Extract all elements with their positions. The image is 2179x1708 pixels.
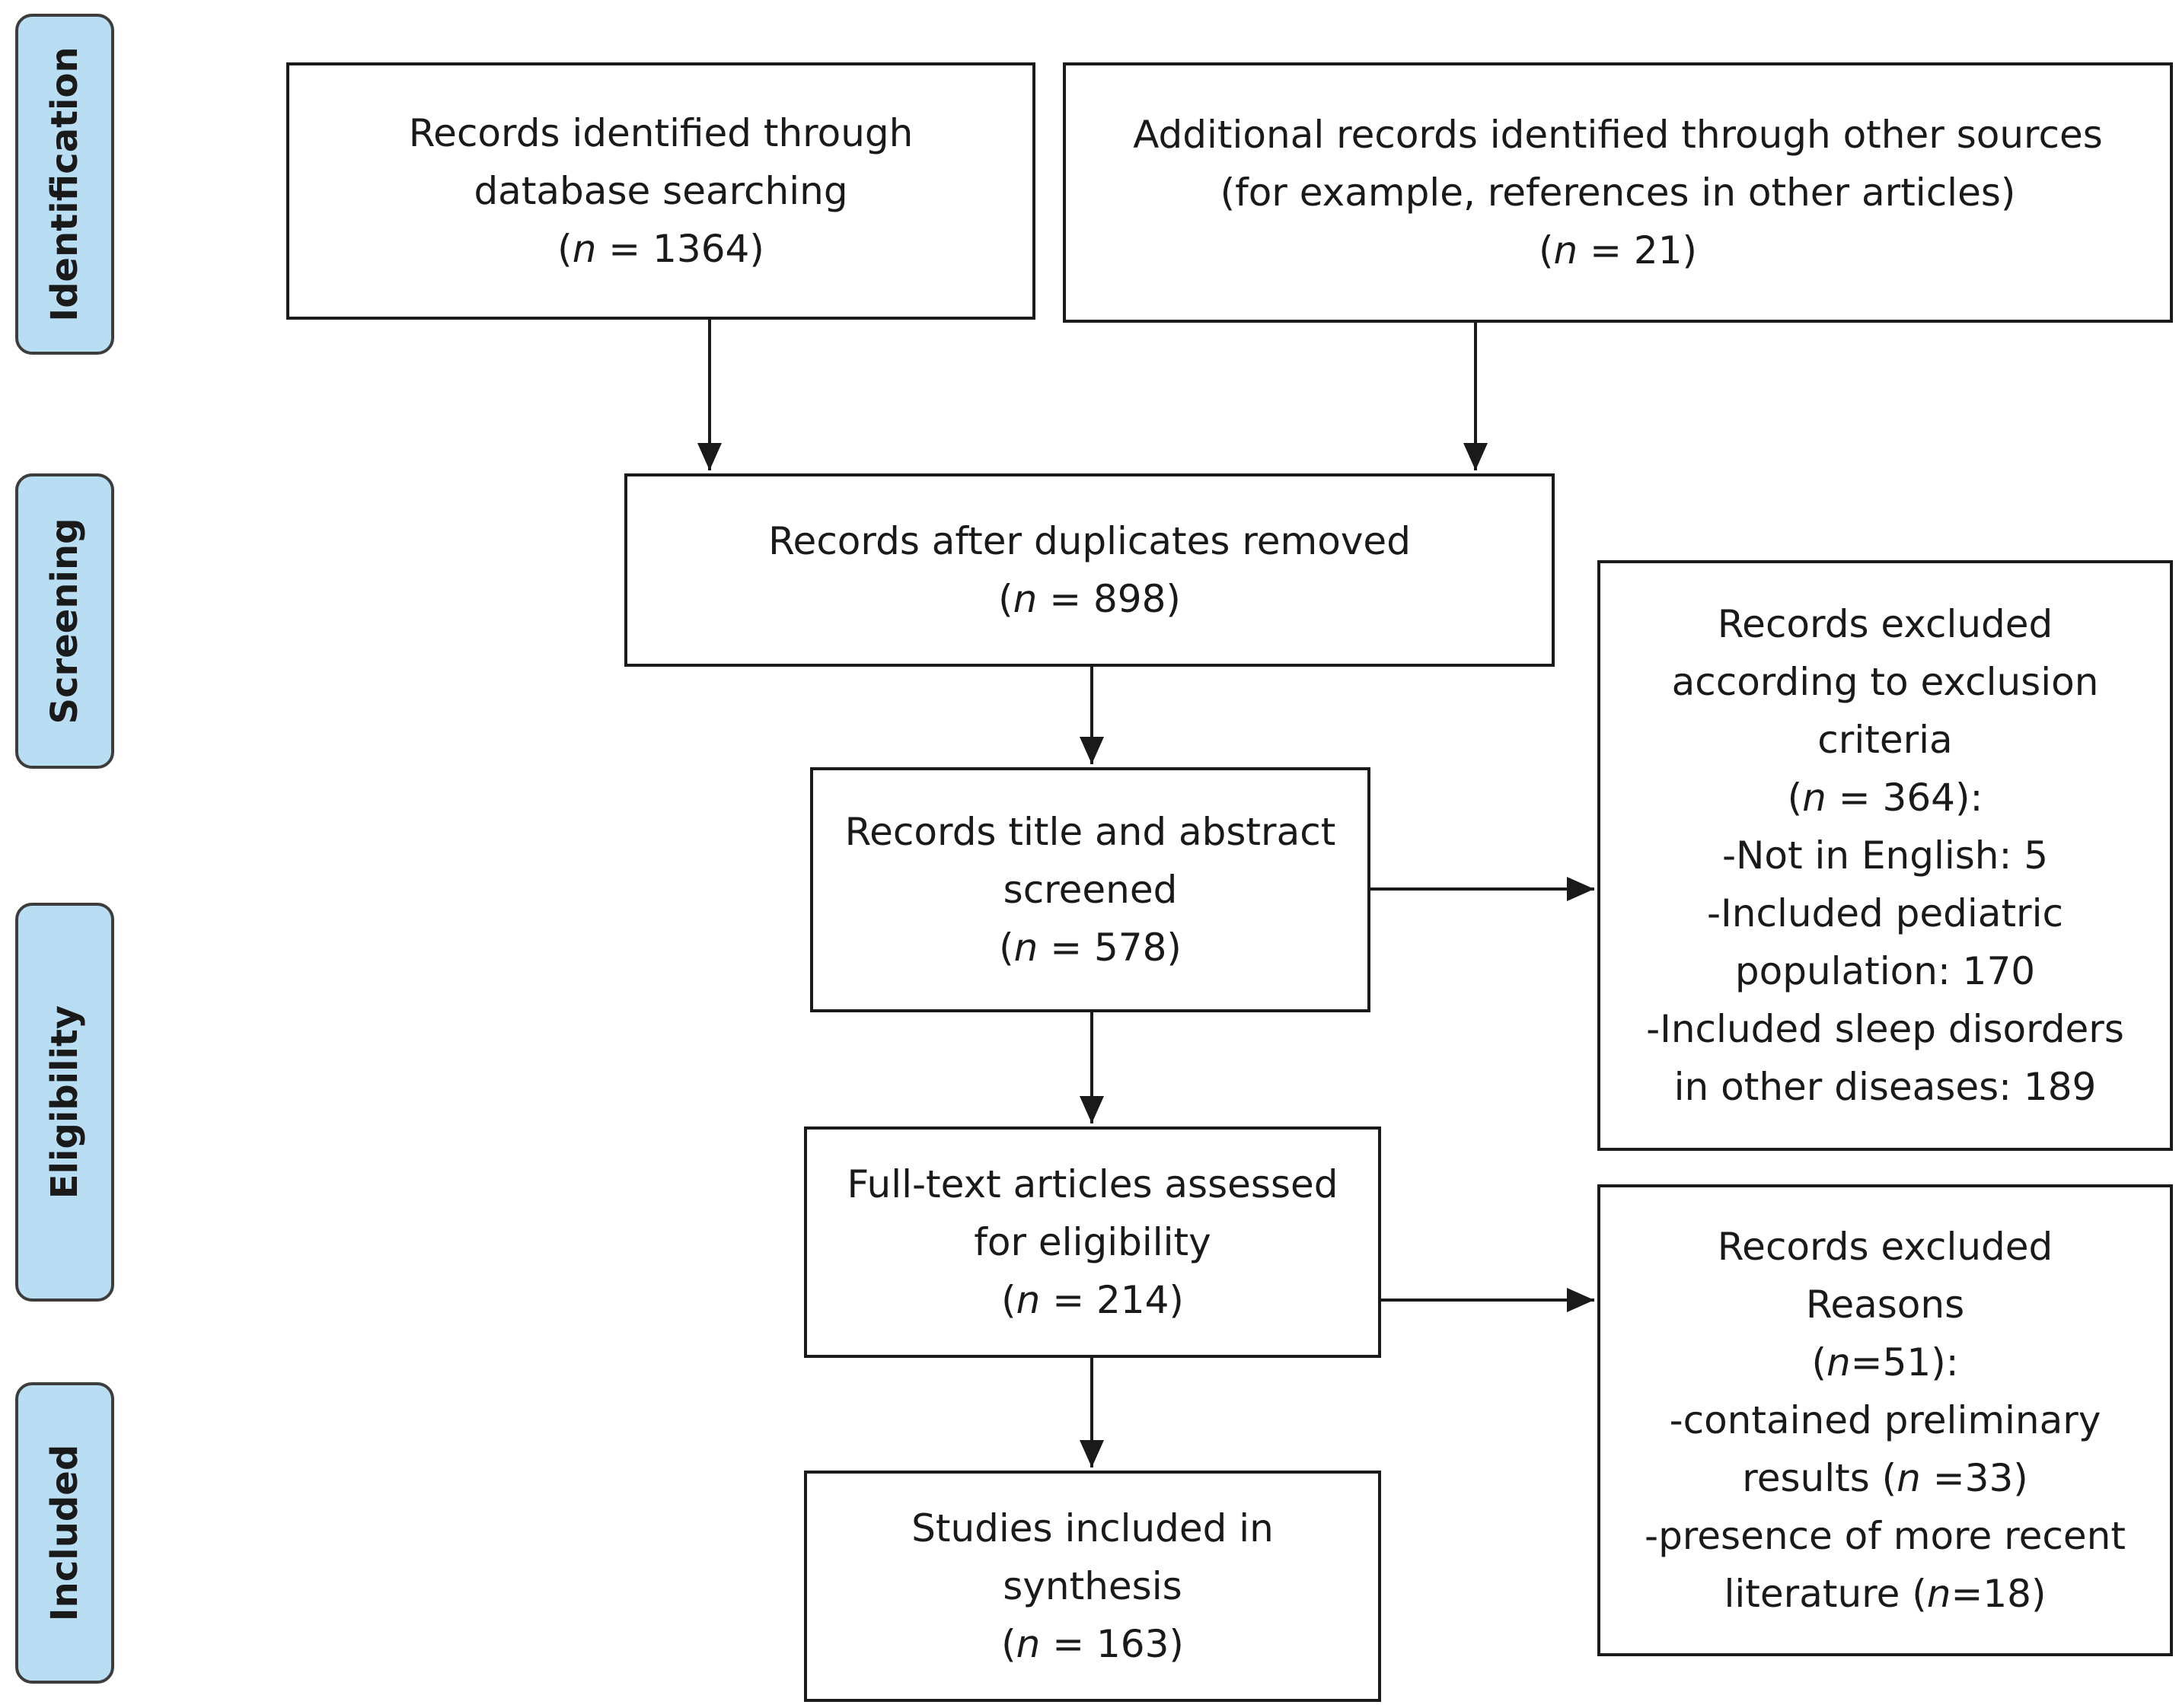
included-count: (n = 163) (1001, 1622, 1184, 1666)
box-screened: Records title and abstract screened (n =… (810, 767, 1370, 1012)
excluded-reasons-count: (n=51): (1811, 1340, 1959, 1385)
excluded-criteria-line-2: according to exclusion (1671, 660, 2099, 704)
screened-count: (n = 578) (999, 926, 1182, 970)
included-line-2: synthesis (1003, 1564, 1182, 1608)
box-database-search: Records identified through database sear… (286, 62, 1035, 320)
other-sources-line-2: (for example, references in other articl… (1220, 170, 2016, 215)
excluded-reasons-literature: literature (n=18) (1724, 1572, 2047, 1616)
duplicates-removed-line-1: Records after duplicates removed (768, 519, 1411, 563)
stage-included: Included (15, 1382, 114, 1684)
stage-eligibility: Eligibility (15, 903, 114, 1302)
excluded-reasons-line-1: Records excluded (1717, 1225, 2053, 1269)
database-search-line-2: database searching (474, 169, 848, 213)
excluded-criteria-count: (n = 364): (1787, 776, 1983, 820)
stage-identification: Identification (15, 14, 114, 355)
excluded-reasons-results: results (n =33) (1742, 1456, 2028, 1500)
box-excluded-criteria: Records excluded according to exclusion … (1597, 560, 2173, 1151)
full-text-line-2: for eligibility (974, 1220, 1211, 1264)
included-line-1: Studies included in (911, 1506, 1274, 1550)
excluded-criteria-line-6: -Included pediatric (1707, 891, 2063, 935)
excluded-criteria-line-8: -Included sleep disorders (1646, 1007, 2124, 1051)
database-search-line-1: Records identified through (408, 111, 914, 155)
excluded-reasons-line-4: -contained preliminary (1669, 1398, 2101, 1442)
screened-line-2: screened (1003, 868, 1178, 912)
excluded-criteria-line-7: population: 170 (1734, 949, 2036, 993)
box-excluded-reasons: Records excluded Reasons (n=51): -contai… (1597, 1184, 2173, 1656)
database-search-count: (n = 1364) (557, 227, 764, 271)
box-included: Studies included in synthesis (n = 163) (804, 1471, 1381, 1702)
box-full-text: Full-text articles assessed for eligibil… (804, 1126, 1381, 1358)
screened-line-1: Records title and abstract (844, 810, 1336, 854)
full-text-count: (n = 214) (1001, 1278, 1184, 1322)
box-other-sources: Additional records identified through ot… (1063, 62, 2173, 323)
excluded-criteria-line-9: in other diseases: 189 (1673, 1065, 2097, 1109)
excluded-reasons-line-6: -presence of more recent (1645, 1514, 2126, 1558)
box-duplicates-removed: Records after duplicates removed (n = 89… (624, 473, 1555, 667)
excluded-criteria-line-3: criteria (1817, 718, 1953, 762)
full-text-line-1: Full-text articles assessed (847, 1162, 1338, 1206)
duplicates-removed-count: (n = 898) (998, 577, 1181, 621)
excluded-criteria-line-1: Records excluded (1717, 602, 2053, 646)
excluded-criteria-line-5: -Not in English: 5 (1721, 833, 2049, 878)
excluded-reasons-line-2: Reasons (1805, 1283, 1965, 1327)
other-sources-count: (n = 21) (1538, 228, 1698, 272)
other-sources-line-1: Additional records identified through ot… (1133, 113, 2103, 157)
stage-screening: Screening (15, 473, 114, 769)
